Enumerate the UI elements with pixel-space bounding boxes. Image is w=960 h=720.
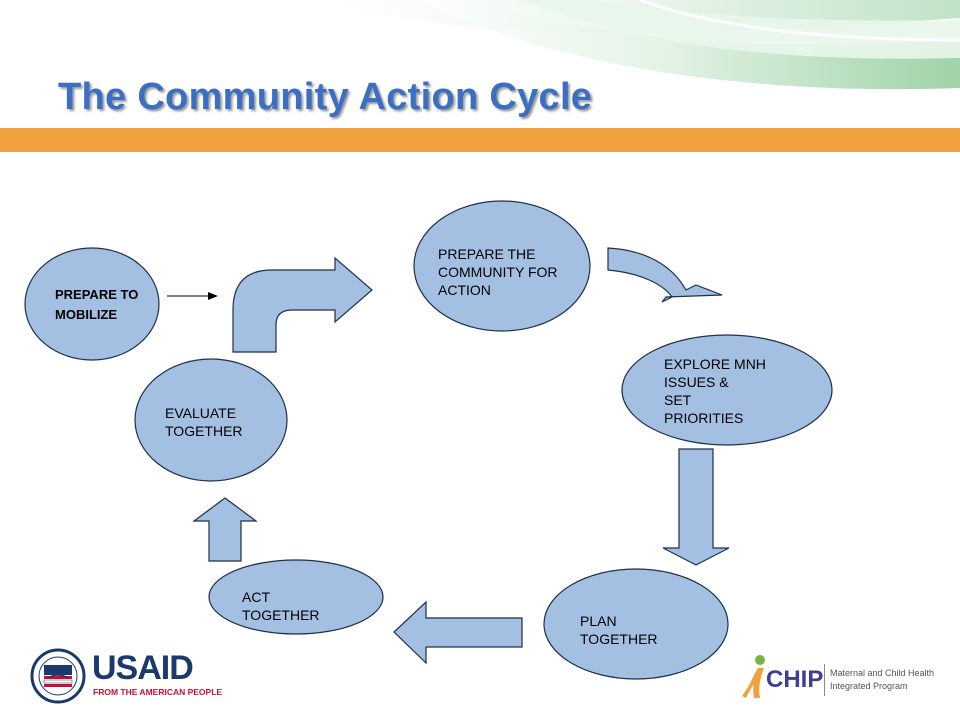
thin-arrow (167, 292, 218, 300)
slide-title: The Community Action Cycle (58, 76, 593, 118)
usaid-logo: USAID FROM THE AMERICAN PEOPLE (30, 648, 223, 704)
label-prepare-to-mobilize: PREPARE TO MOBILIZE (55, 287, 139, 322)
node-explore-issues (621, 334, 833, 446)
usaid-wordmark: USAID (92, 649, 194, 687)
label-evaluate-together: EVALUATE TOGETHER (165, 405, 243, 439)
header-banner (0, 0, 960, 152)
header-orange-bar (0, 128, 960, 152)
mchip-wordmark: CHIP (766, 666, 824, 693)
bent-up-right-arrow (232, 256, 373, 353)
label-explore-issues: EXPLORE MNH ISSUES & SET PRIORITIES (664, 356, 766, 426)
node-act-together (208, 559, 384, 635)
up-arrow (192, 497, 258, 562)
label-plan-together: PLAN TOGETHER (580, 613, 658, 647)
node-plan-together (543, 568, 729, 680)
usaid-tagline: FROM THE AMERICAN PEOPLE (93, 687, 223, 697)
mchip-line2: Integrated Program (830, 681, 908, 691)
curved-down-arrow (607, 247, 723, 303)
node-prepare-to-mobilize (24, 247, 160, 361)
mchip-figure-icon (742, 655, 765, 698)
mchip-logo: CHIP Maternal and Child Health Integrate… (736, 652, 936, 704)
mchip-line1: Maternal and Child Health (830, 668, 935, 678)
node-evaluate-together (134, 358, 288, 482)
mchip-divider (824, 664, 825, 696)
node-prepare-community (413, 200, 591, 332)
usaid-seal-icon (30, 648, 86, 704)
label-prepare-community: PREPARE THE COMMUNITY FOR ACTION (438, 246, 558, 298)
down-arrow (662, 448, 730, 566)
label-act-together: ACT TOGETHER (242, 589, 320, 623)
left-arrow (393, 600, 523, 665)
